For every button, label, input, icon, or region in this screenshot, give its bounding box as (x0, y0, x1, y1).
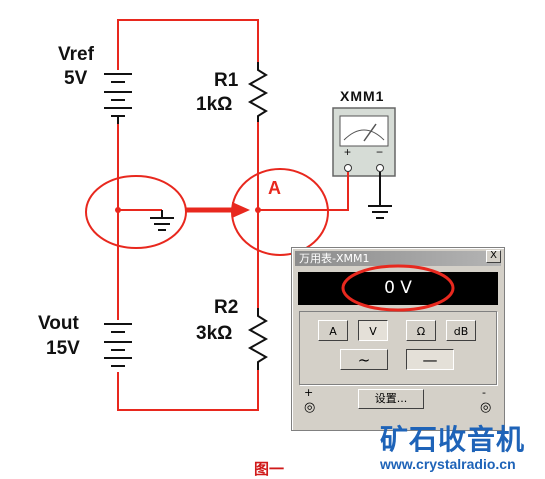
reading-display: 0 V (298, 272, 498, 305)
multimeter-window: 万用表-XMM1 X 0 V A V Ω dB ~ — + ◎ 设置... - … (291, 247, 505, 431)
vout-value-label: 15V (46, 338, 80, 359)
vref-value-label: 5V (64, 68, 88, 89)
junction-dot-node-a (255, 207, 261, 213)
dc-button[interactable]: — (406, 349, 454, 370)
close-button[interactable]: X (486, 250, 501, 263)
vref-name-label: Vref (58, 44, 94, 65)
r2-resistor-symbol (247, 308, 269, 370)
mode-button-db[interactable]: dB (446, 320, 476, 341)
window-title: 万用表-XMM1 (295, 251, 501, 266)
vref-battery-symbol (104, 73, 132, 124)
meter-name-label: XMM1 (340, 88, 385, 104)
controls-panel: A V Ω dB ~ — (299, 311, 497, 385)
vout-battery-symbol (104, 323, 132, 367)
ground-symbol-left (150, 210, 174, 231)
mode-button-ohmmeter[interactable]: Ω (406, 320, 436, 341)
watermark-name: 矿石收音机 (380, 423, 526, 456)
minus-terminal-icon[interactable]: ◎ (480, 400, 492, 415)
meter-plus-wire (258, 182, 349, 211)
ground-symbol-meter (368, 172, 392, 219)
r2-name-label: R2 (214, 297, 239, 318)
vout-name-label: Vout (38, 313, 79, 334)
watermark-url: www.crystalradio.cn (380, 456, 516, 472)
meter-minus-label: − (376, 145, 384, 159)
ac-button[interactable]: ~ (340, 349, 388, 370)
r1-value-label: 1kΩ (196, 94, 233, 115)
meter-plus-label: + (344, 145, 352, 159)
plus-terminal-label: + (304, 386, 314, 399)
wire-network (117, 19, 349, 411)
arrow-annotation (186, 202, 250, 218)
r1-name-label: R1 (214, 70, 239, 91)
junction-dot-left (115, 207, 121, 213)
mode-button-ammeter[interactable]: A (318, 320, 348, 341)
node-a-label: A (268, 178, 281, 198)
r1-resistor-symbol (247, 62, 269, 122)
multimeter-icon (332, 107, 396, 177)
minus-terminal-label: - (482, 386, 486, 399)
settings-button[interactable]: 设置... (358, 389, 424, 409)
top-wire (117, 19, 259, 70)
bottom-wire (117, 370, 259, 411)
highlight-ellipse-reading (341, 264, 455, 312)
r2-value-label: 3kΩ (196, 323, 233, 344)
mode-button-voltmeter[interactable]: V (358, 320, 388, 341)
figure-caption: 图一 (254, 461, 285, 478)
plus-terminal-icon[interactable]: ◎ (304, 400, 316, 415)
